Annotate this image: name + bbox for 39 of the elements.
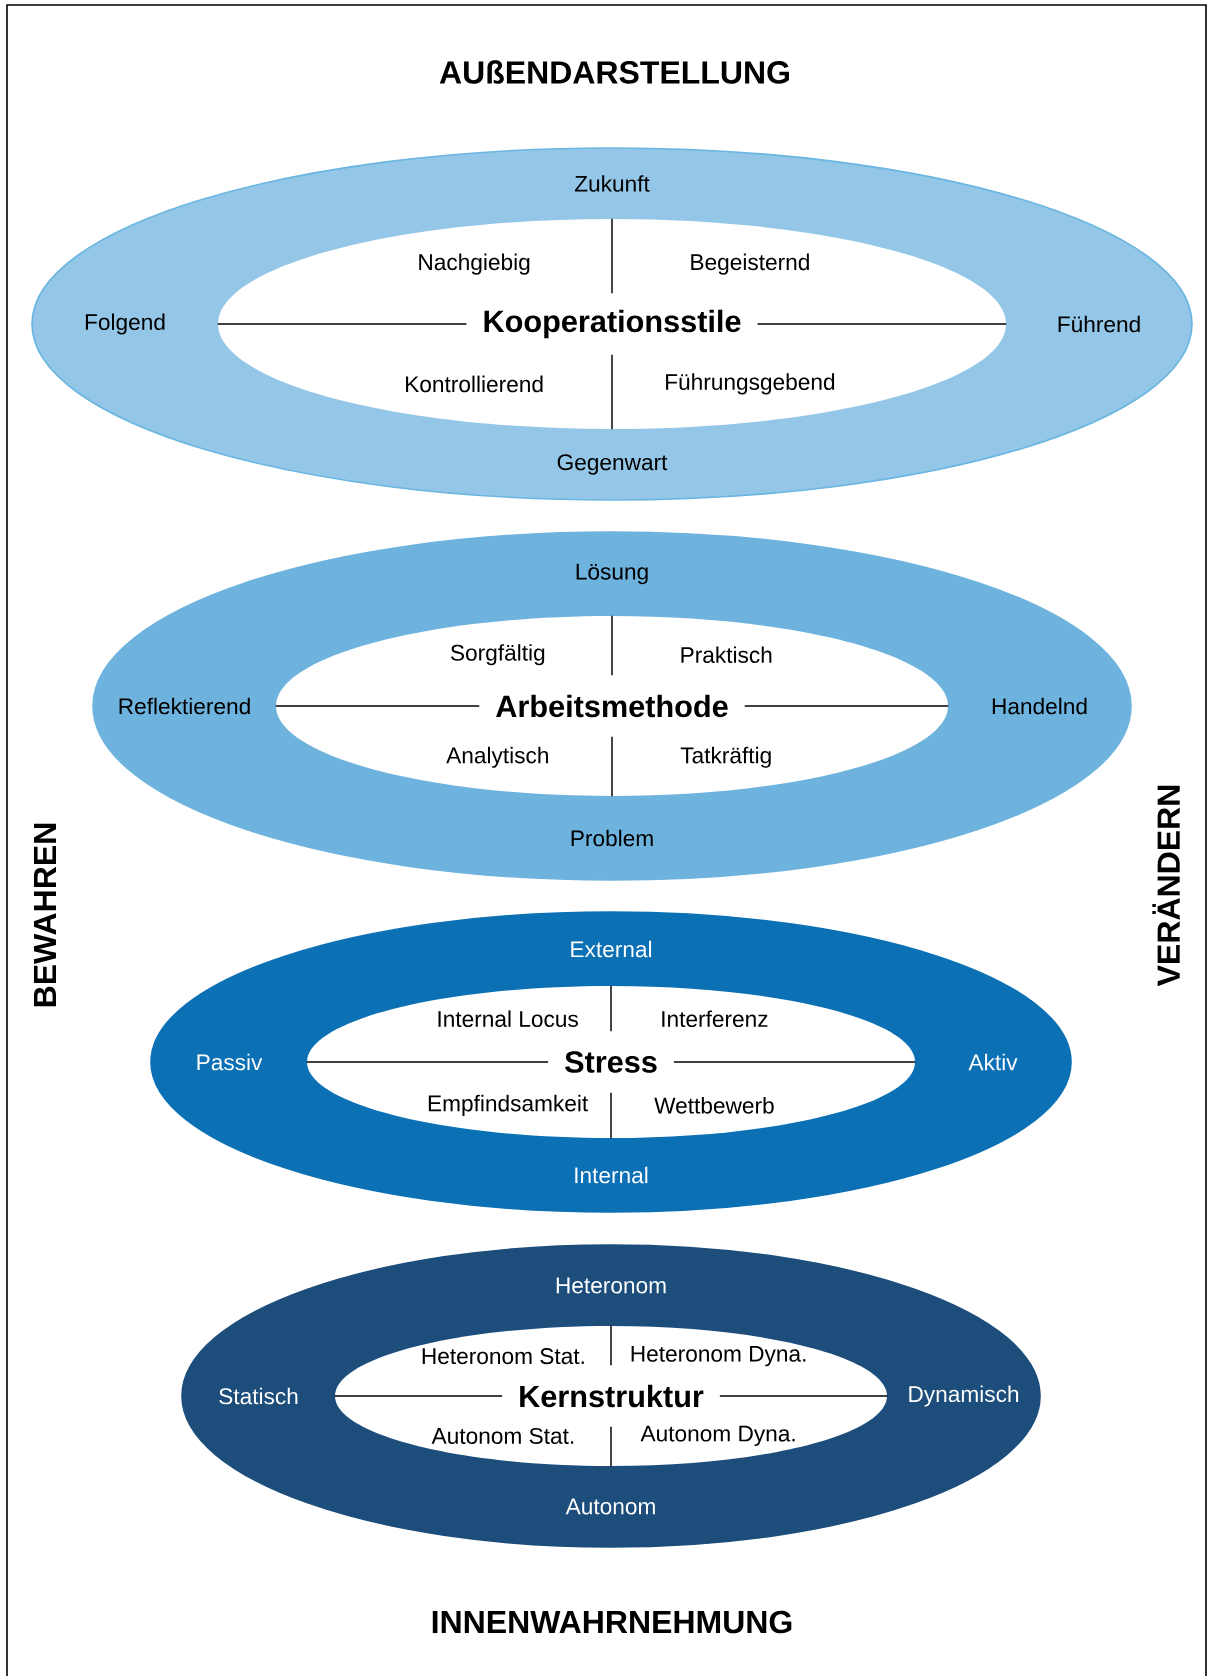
heading: BEWAHREN (34, 823, 56, 1007)
pole-label: Problem (571, 829, 653, 847)
pole-label: Dynamisch (909, 1385, 1019, 1407)
quadrant-label: Autonom Dyna. (640, 1425, 795, 1447)
pole-label: Führend (1058, 315, 1140, 333)
pole-label: Zukunft (574, 175, 650, 192)
quadrant-label: Kontrollierend (406, 375, 543, 393)
quadrant-label: Analytisch (446, 746, 548, 768)
quadrant-label: Heteronom Stat. (422, 1348, 584, 1365)
quadrant-label: Führungsgebend (666, 373, 835, 395)
quadrant-label: Interferenz (662, 1010, 768, 1028)
heading: INNENWAHRNEHMUNG (432, 1610, 792, 1634)
quadrant-label: Heteronom Dyna. (631, 1345, 806, 1367)
quadrant-label: Nachgiebig (419, 253, 530, 275)
pole-label: Folgend (85, 313, 165, 335)
quadrant-label: Sorgfältig (450, 644, 545, 666)
quadrant-label: Wettbewerb (654, 1097, 774, 1114)
pole-label: Passiv (197, 1053, 263, 1071)
quadrant-label: Begeisternd (691, 253, 809, 275)
pole-label: Handelnd (992, 697, 1087, 715)
center-title: Kooperationsstile (466, 293, 758, 355)
quadrant-label: Tatkräftig (680, 746, 771, 768)
pole-label: Lösung (576, 563, 648, 585)
pole-label: Reflektierend (119, 697, 250, 715)
center-title: Stress (548, 1031, 674, 1093)
heading: AUßENDARSTELLUNG (439, 60, 789, 84)
quadrant-label: Autonom Stat. (431, 1427, 574, 1444)
heading: VERÄNDERN (1152, 785, 1180, 987)
pole-label: Aktiv (968, 1053, 1018, 1071)
center-title: Arbeitsmethode (479, 675, 745, 737)
pole-label: Statisch (219, 1387, 298, 1405)
quadrant-label: Internal Locus (438, 1010, 578, 1028)
pole-label: Internal (575, 1166, 648, 1184)
pole-label: Autonom (565, 1498, 655, 1515)
pole-label: Gegenwart (557, 454, 668, 475)
quadrant-label: Empfindsamkeit (428, 1094, 589, 1116)
quadrant-label: Praktisch (681, 646, 772, 664)
pole-label: External (571, 940, 652, 958)
pole-label: Heteronom (556, 1277, 666, 1294)
